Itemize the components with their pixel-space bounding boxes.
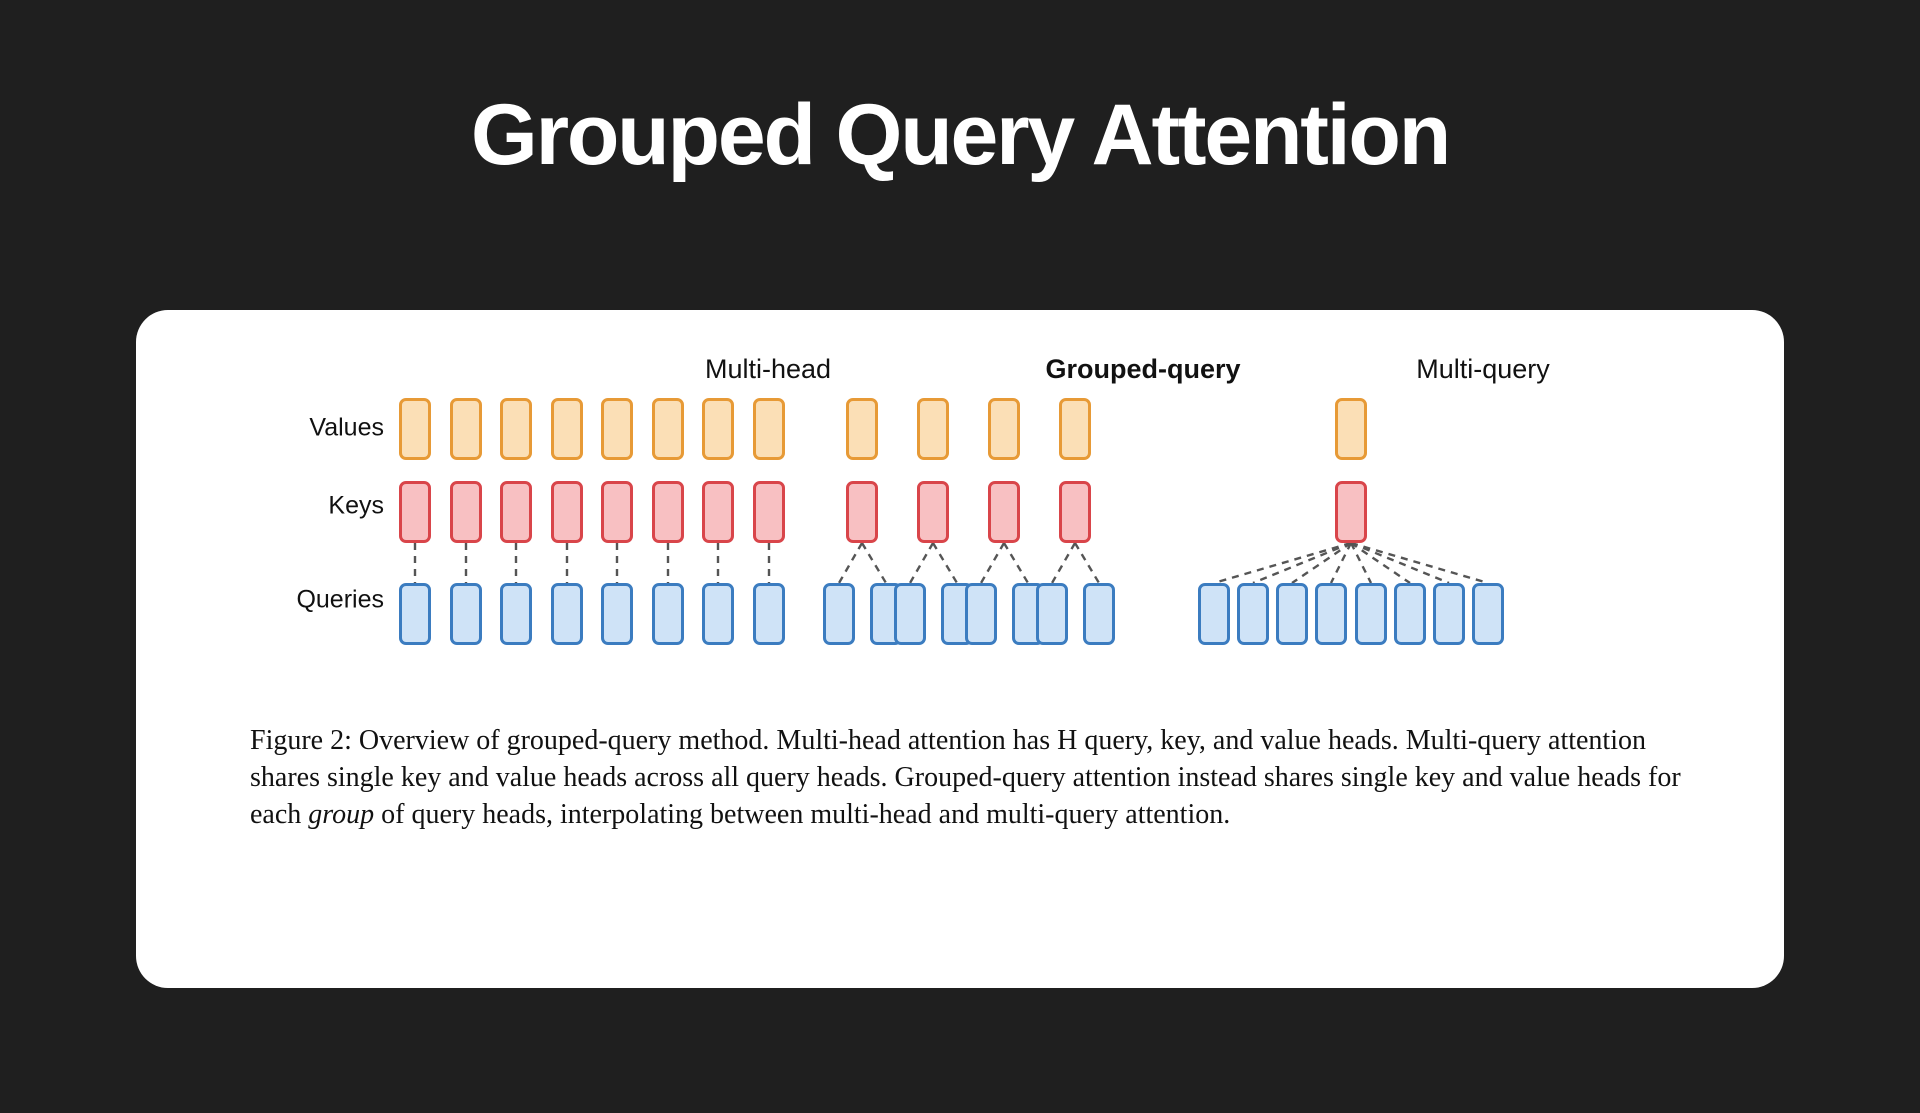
cell-values bbox=[1059, 398, 1091, 460]
cell-keys bbox=[551, 481, 583, 543]
cell-values bbox=[917, 398, 949, 460]
cell-queries bbox=[894, 583, 926, 645]
figure-card: Multi-head Grouped-query Multi-query Val… bbox=[136, 310, 1784, 988]
cell-keys bbox=[652, 481, 684, 543]
cell-keys bbox=[450, 481, 482, 543]
cell-queries bbox=[1237, 583, 1269, 645]
cell-values bbox=[399, 398, 431, 460]
row-label-queries: Queries bbox=[296, 585, 384, 614]
cell-keys bbox=[917, 481, 949, 543]
cell-keys bbox=[988, 481, 1020, 543]
cell-values bbox=[1335, 398, 1367, 460]
cell-queries bbox=[1433, 583, 1465, 645]
cell-queries bbox=[601, 583, 633, 645]
cell-queries bbox=[1198, 583, 1230, 645]
cell-queries bbox=[1315, 583, 1347, 645]
cell-keys bbox=[846, 481, 878, 543]
cell-queries bbox=[965, 583, 997, 645]
cell-keys bbox=[1335, 481, 1367, 543]
cell-queries bbox=[1036, 583, 1068, 645]
cell-values bbox=[601, 398, 633, 460]
cell-queries bbox=[652, 583, 684, 645]
cell-queries bbox=[1355, 583, 1387, 645]
page-title: Grouped Query Attention bbox=[470, 87, 1451, 183]
cell-queries bbox=[823, 583, 855, 645]
cell-values bbox=[753, 398, 785, 460]
attention-diagram: Multi-head Grouped-query Multi-query Val… bbox=[136, 310, 1784, 730]
figure-caption: Figure 2: Overview of grouped-query meth… bbox=[250, 722, 1682, 834]
cell-queries bbox=[1083, 583, 1115, 645]
cell-values bbox=[551, 398, 583, 460]
cell-queries bbox=[1394, 583, 1426, 645]
cell-values bbox=[652, 398, 684, 460]
column-title-grouped-query: Grouped-query bbox=[1045, 354, 1241, 384]
cell-values bbox=[988, 398, 1020, 460]
row-label-values: Values bbox=[309, 413, 384, 442]
cell-queries bbox=[551, 583, 583, 645]
column-title-multi-head: Multi-head bbox=[704, 354, 832, 384]
cell-keys bbox=[702, 481, 734, 543]
caption-part-1: Figure 2: Overview of grouped-query meth… bbox=[250, 725, 1681, 831]
cell-keys bbox=[500, 481, 532, 543]
cell-values bbox=[450, 398, 482, 460]
cell-values bbox=[500, 398, 532, 460]
cell-keys bbox=[1059, 481, 1091, 543]
cell-queries bbox=[500, 583, 532, 645]
cell-keys bbox=[753, 481, 785, 543]
cell-queries bbox=[1472, 583, 1504, 645]
cell-keys bbox=[399, 481, 431, 543]
caption-emphasis: group bbox=[308, 799, 375, 831]
cell-queries bbox=[399, 583, 431, 645]
cell-queries bbox=[753, 583, 785, 645]
cell-values bbox=[846, 398, 878, 460]
column-title-multi-query: Multi-query bbox=[1416, 354, 1550, 384]
cell-values bbox=[702, 398, 734, 460]
row-label-keys: Keys bbox=[328, 491, 384, 520]
cell-queries bbox=[1276, 583, 1308, 645]
cell-queries bbox=[450, 583, 482, 645]
cell-queries bbox=[702, 583, 734, 645]
caption-part-2: of query heads, interpolating between mu… bbox=[374, 799, 1231, 831]
cell-keys bbox=[601, 481, 633, 543]
